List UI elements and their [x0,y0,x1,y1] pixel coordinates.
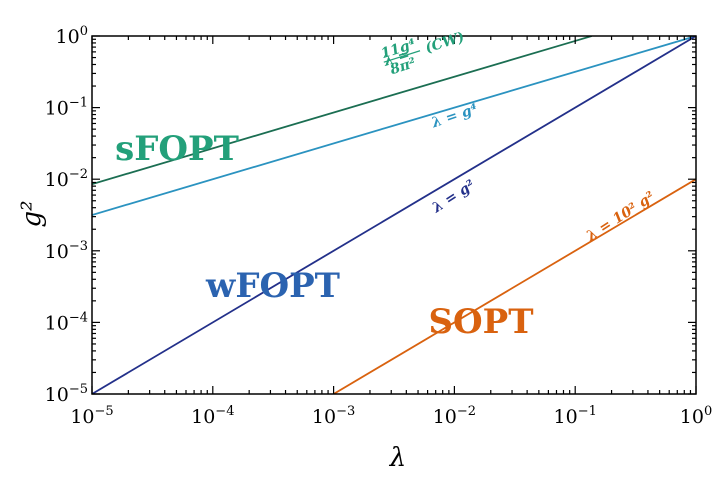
line-label-g4: λ = g⁴ [429,101,480,131]
series-line-1 [92,36,696,216]
line-label-g2: λ = g² [429,177,478,217]
x-tick-label: 10−1 [554,404,597,428]
x-axis-label: λ [389,443,406,473]
y-tick-label: 10−1 [45,96,88,120]
x-tick-label: 100 [680,404,712,428]
plot-frame [91,35,697,395]
y-tick-label: 100 [56,24,88,48]
series-line-3 [333,178,696,394]
tick-labels: 10−5 10−4 10−3 10−2 10−1 100 10−5 10−4 10−3 10−2 1… [45,24,713,428]
line-label-cw-fraction: 11g⁴ 8π² (CW) [379,29,466,78]
region-label-sopt: SOPT [428,302,533,342]
x-tick-label: 10−5 [70,404,113,428]
y-tick-label: 10−2 [45,167,88,191]
region-label-wfopt: wFOPT [205,266,340,306]
x-tick-label: 10−3 [312,404,355,428]
y-tick-label: 10−4 [45,310,88,334]
x-tick-label: 10−2 [433,404,476,428]
series-line-2 [92,36,696,394]
axis-ticks [91,35,697,395]
y-tick-label: 10−3 [45,239,88,263]
y-axis-label: g² [17,200,47,227]
y-tick-label: 10−5 [45,382,88,406]
svg-text:8π²: 8π² [388,55,418,78]
series-lines [92,36,696,394]
region-label-sfopt: sFOPT [115,129,239,169]
svg-text:(CW): (CW) [423,29,466,56]
line-label-1e2g2: λ = 10² g² [583,189,658,245]
x-tick-label: 10−4 [191,404,234,428]
